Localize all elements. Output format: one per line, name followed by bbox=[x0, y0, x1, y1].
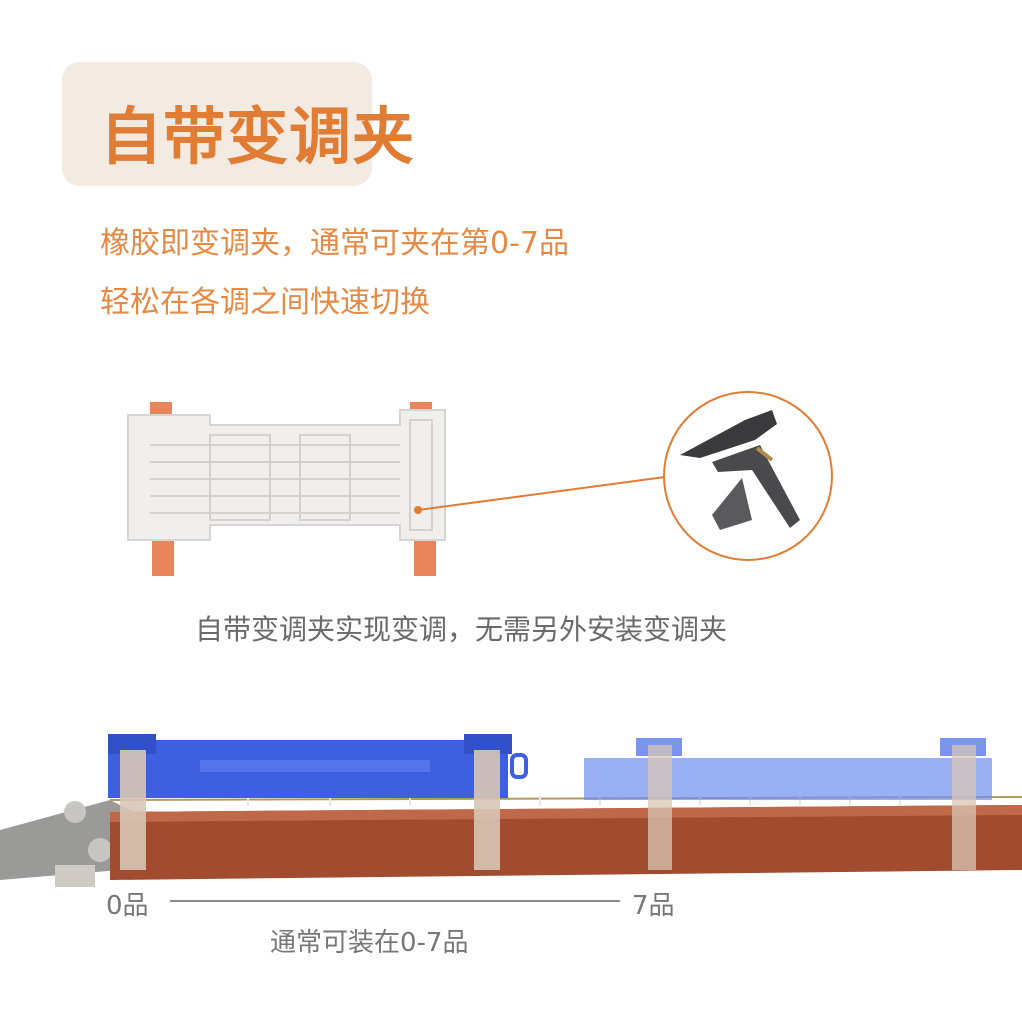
page-title: 自带变调夹 bbox=[100, 100, 416, 173]
capo-component-image bbox=[127, 402, 446, 576]
callout-line bbox=[417, 476, 666, 511]
range-label: 通常可装在0-7品 bbox=[270, 928, 469, 958]
range-line bbox=[170, 900, 620, 902]
title-box bbox=[62, 62, 372, 186]
fret-label-start: 0品 bbox=[106, 891, 149, 921]
description-line-2: 轻松在各调之间快速切换 bbox=[100, 285, 430, 320]
fret-label-end: 7品 bbox=[632, 891, 675, 921]
metal-capo-callout bbox=[663, 391, 833, 561]
caption: 自带变调夹实现变调，无需另外安装变调夹 bbox=[195, 613, 728, 646]
description-line-1: 橡胶即变调夹，通常可夹在第0-7品 bbox=[100, 226, 569, 261]
guitar-neck-image bbox=[0, 734, 1022, 887]
